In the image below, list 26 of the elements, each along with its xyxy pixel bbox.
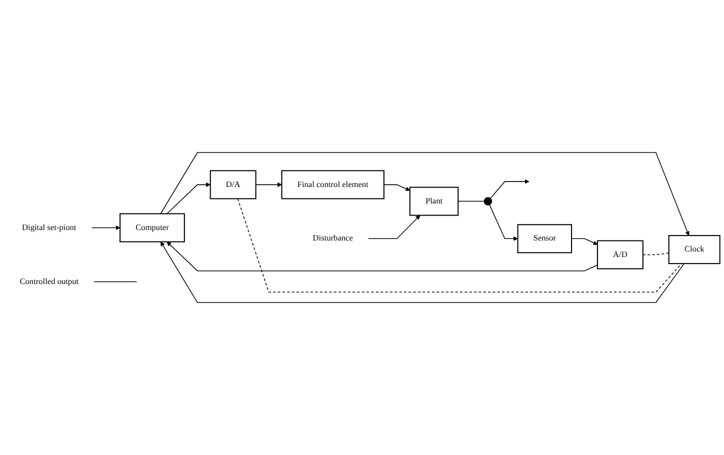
connector <box>642 252 670 256</box>
arrow <box>91 225 120 230</box>
node-text: Controlled output <box>20 277 79 286</box>
arrow <box>255 182 282 187</box>
node-box: Clock <box>668 235 720 264</box>
connector <box>94 281 138 282</box>
arrow <box>160 242 685 303</box>
arrow <box>490 179 530 199</box>
node-box: A/D <box>596 240 644 270</box>
node-text: Digital set-piont <box>22 223 76 232</box>
connector <box>458 200 484 202</box>
arrow <box>368 215 420 240</box>
connector <box>237 198 682 292</box>
arrow <box>166 242 598 272</box>
arrow <box>571 238 598 245</box>
node-text: Disturbance <box>312 234 353 243</box>
node-box: Plant <box>409 186 459 216</box>
node-box: D/A <box>210 170 256 200</box>
arrow <box>166 182 211 214</box>
node-box: Computer <box>120 213 185 242</box>
arrow <box>489 204 518 241</box>
node-box: Sensor <box>517 224 572 254</box>
arrow <box>384 184 410 191</box>
node-circle <box>484 197 492 206</box>
arrow <box>160 152 690 236</box>
node-box: Final control element <box>281 170 384 200</box>
